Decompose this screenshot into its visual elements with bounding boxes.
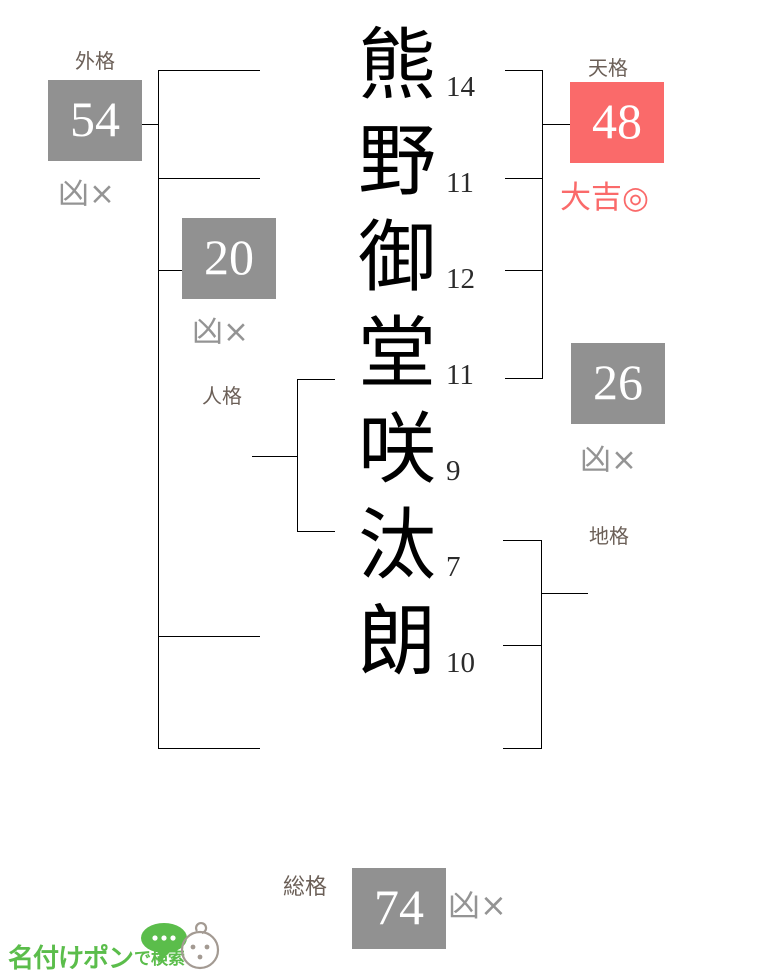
kanji-row: 咲 9 <box>352 402 502 498</box>
chikaku-label: 地格 <box>589 524 629 548</box>
soukaku-value-box: 74 <box>352 868 446 949</box>
gaikaku-label: 外格 <box>75 49 115 73</box>
gaikaku-verdict: 凶× <box>58 176 115 212</box>
kanji-stroke-count: 9 <box>446 455 461 487</box>
tenkaku-verdict: 大吉◎ <box>560 180 650 216</box>
logo-artwork <box>141 922 220 970</box>
connector-line <box>505 178 543 179</box>
kanji-row: 堂 11 <box>352 306 502 402</box>
brand-logo[interactable]: 名付けポン で検索 <box>8 928 185 974</box>
name-kanji-column: 熊 14 野 11 御 12 堂 11 咲 9 汰 7 朗 10 <box>352 18 502 690</box>
connector-line <box>542 124 570 125</box>
connector-line <box>297 531 335 532</box>
connector-line <box>505 378 543 379</box>
connector-line <box>158 178 260 179</box>
connector-line <box>297 379 335 380</box>
connector-line <box>158 748 260 749</box>
brand-logo-name: 名付けポン <box>8 944 134 974</box>
soukaku-verdict: 凶× <box>448 886 507 924</box>
connector-line <box>505 270 543 271</box>
kanji-row: 朗 10 <box>352 594 502 690</box>
connector-line <box>158 270 182 271</box>
connector-line <box>503 645 542 646</box>
kanji-stroke-count: 11 <box>446 167 474 199</box>
connector-line <box>542 70 543 379</box>
kanji-character: 熊 <box>357 21 436 111</box>
kanji-row: 汰 7 <box>352 498 502 594</box>
kanji-character: 汰 <box>357 501 436 591</box>
connector-line <box>297 379 298 532</box>
speech-bubble-icon <box>141 923 187 964</box>
kanji-stroke-count: 14 <box>446 71 475 103</box>
connector-line <box>541 540 542 749</box>
tenkaku-label: 天格 <box>588 56 628 80</box>
tenkaku-value-box: 48 <box>570 82 664 163</box>
gaikaku-value-box: 54 <box>48 80 142 161</box>
jinkaku-verdict: 凶× <box>192 314 249 350</box>
kanji-character: 咲 <box>357 405 436 495</box>
connector-line <box>505 70 543 71</box>
jinkaku-label: 人格 <box>202 384 242 408</box>
kanji-character: 堂 <box>357 309 436 399</box>
kanji-stroke-count: 10 <box>446 647 475 679</box>
kanji-row: 御 12 <box>352 210 502 306</box>
connector-line <box>158 636 260 637</box>
kanji-stroke-count: 11 <box>446 359 474 391</box>
soukaku-label: 総格 <box>283 875 328 900</box>
connector-line <box>503 748 542 749</box>
kanji-stroke-count: 7 <box>446 551 461 583</box>
kanji-row: 野 11 <box>352 114 502 210</box>
kanji-character: 朗 <box>357 597 436 687</box>
kanji-stroke-count: 12 <box>446 263 475 295</box>
kanji-row: 熊 14 <box>352 18 502 114</box>
chuukaku-verdict: 凶× <box>580 442 637 478</box>
baby-face-icon <box>180 922 220 970</box>
kanji-character: 野 <box>357 117 436 207</box>
connector-line <box>158 70 260 71</box>
jinkaku-value-box: 20 <box>182 218 276 299</box>
kanji-character: 御 <box>357 213 436 303</box>
chuukaku-value-box: 26 <box>571 343 665 424</box>
connector-line <box>542 593 588 594</box>
connector-line <box>252 456 298 457</box>
connector-line <box>158 70 159 749</box>
connector-line <box>503 540 542 541</box>
connector-line <box>141 124 159 125</box>
baby-face-features <box>190 944 210 960</box>
